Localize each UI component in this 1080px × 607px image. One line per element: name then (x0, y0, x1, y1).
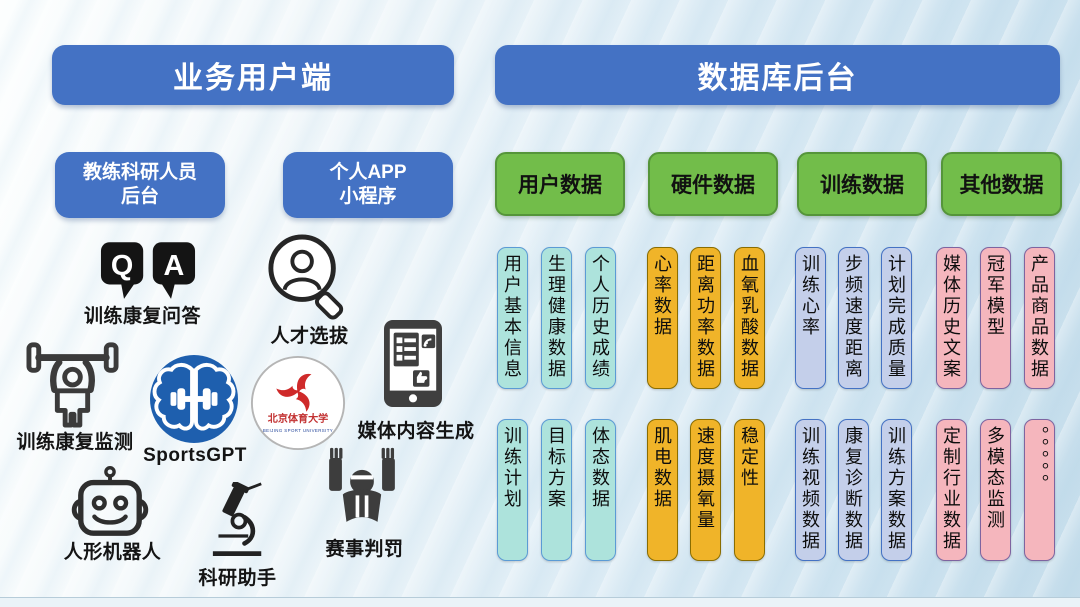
data-pill: 训练视频数据 (795, 419, 826, 561)
data-pill: 体态数据 (585, 419, 616, 561)
data-pill: 速度摄氧量 (690, 419, 721, 561)
qa-label: 训练康复问答 (83, 306, 201, 327)
microscope-label: 科研助手 (198, 568, 277, 589)
category-hardware-data: 硬件数据 (648, 152, 778, 216)
media-tablet-icon (384, 320, 442, 414)
qa-letter-q: Q (111, 250, 133, 282)
personal-app-box: 个人APP 小程序 (283, 152, 453, 218)
talent-search-icon (266, 232, 348, 329)
category-other-data: 其他数据 (941, 152, 1062, 216)
data-pill: 计划完成质量 (881, 247, 912, 389)
robot-icon (66, 466, 154, 545)
qa-letter-a: A (164, 250, 185, 282)
qa-chat-icon: Q A (100, 241, 196, 306)
data-pill: 步频速度距离 (838, 247, 869, 389)
coach-box-line1: 教练科研人员 (82, 162, 197, 184)
data-pill: 目标方案 (541, 419, 572, 561)
data-pill: 用户基本信息 (497, 247, 528, 389)
data-pill: 肌电数据 (647, 419, 678, 561)
data-pill: 心率数据 (647, 247, 678, 389)
robot-label: 人形机器人 (63, 542, 162, 563)
referee-icon (324, 447, 400, 536)
bsu-logo-name: 北京体育大学 (268, 412, 328, 425)
business-client-header: 业务用户端 (52, 45, 454, 105)
data-pill: 个人历史成绩 (585, 247, 616, 389)
data-pill: 多模态监测 (980, 419, 1011, 561)
data-pill: 训练方案数据 (881, 419, 912, 561)
coach-research-backend-box: 教练科研人员 后台 (55, 152, 225, 218)
weightlifter-label: 训练康复监测 (16, 432, 134, 453)
media-content-label: 媒体内容生成 (357, 421, 475, 442)
data-pill: 康复诊断数据 (838, 419, 869, 561)
data-pill: 距离功率数据 (690, 247, 721, 389)
data-pill: 稳定性 (734, 419, 765, 561)
sportsgpt-label: SportsGPT (143, 445, 247, 466)
category-training-data: 训练数据 (797, 152, 927, 216)
data-pill: 血氧乳酸数据 (734, 247, 765, 389)
coach-box-line2: 后台 (120, 186, 159, 207)
background-footer-strip (0, 597, 1080, 607)
talent-search-label: 人才选拔 (270, 326, 349, 347)
data-pill: 生理健康数据 (541, 247, 572, 389)
weightlifter-icon (25, 336, 120, 434)
data-pill: 训练计划 (497, 419, 528, 561)
sportsgpt-logo (150, 355, 238, 448)
data-pill: 。。。。。 (1024, 419, 1055, 561)
bsu-logo-subtext: BEIJING SPORT UNIVERSITY (263, 428, 333, 433)
app-box-line1: 个人APP (329, 162, 407, 184)
referee-label: 赛事判罚 (325, 539, 404, 560)
bsu-logo: 北京体育大学 BEIJING SPORT UNIVERSITY (250, 355, 346, 456)
app-box-line2: 小程序 (339, 186, 397, 207)
data-pill: 训练心率 (795, 247, 826, 389)
microscope-icon (205, 480, 271, 567)
data-pill: 产品商品数据 (1024, 247, 1055, 389)
data-pill: 定制行业数据 (936, 419, 967, 561)
database-backend-header: 数据库后台 (495, 45, 1060, 105)
data-pill: 媒体历史文案 (936, 247, 967, 389)
data-pill: 冠军模型 (980, 247, 1011, 389)
category-user-data: 用户数据 (495, 152, 625, 216)
